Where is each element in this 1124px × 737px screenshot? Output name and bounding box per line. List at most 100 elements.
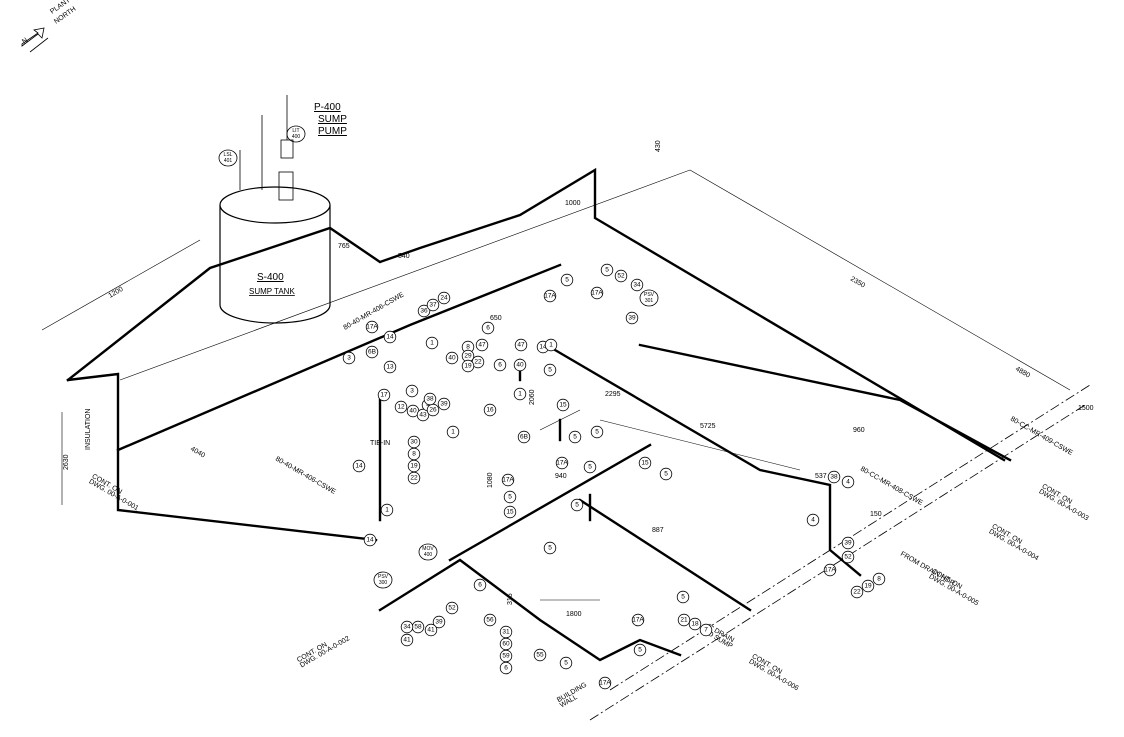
callout-circle [688,617,702,631]
callout-number: 17A [599,680,611,687]
callout-number: 39 [435,619,443,626]
callout-number: 4 [811,517,815,524]
callout-number: 5 [638,647,642,654]
callout-bubble: 56 [483,613,497,627]
callout-circle [365,320,379,334]
callout-bubble: 17A [501,473,514,487]
dim-960: 960 [853,427,865,434]
callout-bubble: 5 [543,363,557,377]
pipe-main-upper [66,167,1006,462]
callout-number: 17 [380,392,388,399]
callout-number: 41 [427,627,435,634]
callout-number: 8 [877,576,881,583]
dim-765: 765 [338,243,350,250]
callout-number: 6B [368,349,376,356]
callout-bubble: 52 [841,550,855,564]
callout-number: 40 [448,355,456,362]
callout-bubble: 15 [638,456,652,470]
callout-number: 40 [516,362,524,369]
callout-circle [631,613,645,627]
line-label-branch-1: 80-CC-MR-409-CSWE [1009,416,1074,458]
dim-540: 540 [398,253,410,260]
pipe-network [66,167,1012,662]
callout-number: 40 [409,408,417,415]
callout-number: 39 [628,315,636,322]
callout-circle [473,578,487,592]
callout-number: 59 [502,653,510,660]
dim-315: 315 [507,593,514,605]
callout-circle [383,330,397,344]
callout-circle [424,623,438,637]
note-building: BUILDINGWALL [556,682,591,710]
callout-circle [499,637,513,651]
callout-circle [533,648,547,662]
callout-number: 38 [426,396,434,403]
callout-circle [461,359,475,373]
callout-bubble: 12 [394,400,408,414]
callout-bubble: 47 [514,338,528,352]
callout-bubble: 22 [407,471,421,485]
callout-circle [499,625,513,639]
callout-bubble: 36 [417,304,431,318]
callout-circle [614,269,628,283]
callout-circle [352,459,366,473]
callout-number: 15 [559,402,567,409]
callout-number: 1 [385,507,389,514]
callout-number: 5 [681,594,685,601]
callout-number: 17A [544,293,556,300]
pipe-bottom [378,558,682,662]
callout-bubble: 40 [445,351,459,365]
callout-number: 17A [556,460,568,467]
dim-1500: 1500 [1078,405,1094,412]
dim-537: 537 [815,473,827,480]
callout-bubble: 41 [400,633,414,647]
callout-bubble: 19 [407,459,421,473]
dim-2630: 2630 [63,454,70,470]
callout-circle [677,613,691,627]
north-arrow: N PLANT NORTH [21,0,77,53]
callout-number: 5 [573,434,577,441]
callout-number: 15 [506,509,514,516]
callout-number: 14 [355,463,363,470]
callout-circle [445,601,459,615]
callout-number: 47 [478,342,486,349]
callout-circle [543,363,557,377]
callout-number: 1 [549,342,553,349]
callout-bubble: 22 [471,355,485,369]
callout-circle [499,661,513,675]
callout-circle [699,623,713,637]
callout-bubble: 5 [659,467,673,481]
callout-circle [383,360,397,374]
callout-bubble: 1 [544,338,558,352]
callout-circle [481,321,495,335]
callout-circle [493,358,507,372]
callout-bubble: 17A [631,613,645,627]
callout-bubble: 47 [475,338,489,352]
callout-bubble: 22 [850,585,864,599]
dim-2350: 2350 [849,276,866,290]
callout-bubble: 8 [872,572,886,586]
callout-bubble: 41 [424,623,438,637]
callout-number: 34 [403,624,411,631]
callout-number: 14 [539,344,547,351]
callout-circle [872,572,886,586]
callout-number: 14 [366,537,374,544]
line-label-branch-2: 80-CC-MR-408-CSWE [859,466,924,508]
callout-bubble: 14 [363,533,377,547]
callout-circle [555,456,569,470]
cont-left-1: CONT. ONDWG. 00-A-0-001 [88,473,143,512]
callout-circle [823,563,837,577]
callout-bubble: 5 [543,541,557,555]
callout-bubble: 21 [677,613,691,627]
callout-number: 5 [595,429,599,436]
dim-2060: 2060 [529,389,536,405]
callout-number: 12 [397,404,405,411]
callout-circle [676,590,690,604]
callout-bubble: 6 [499,661,513,675]
callout-number: 24 [440,295,448,302]
callout-bubble: 4 [806,513,820,527]
callout-number: 39 [844,540,852,547]
callout-number: 36 [420,308,428,315]
